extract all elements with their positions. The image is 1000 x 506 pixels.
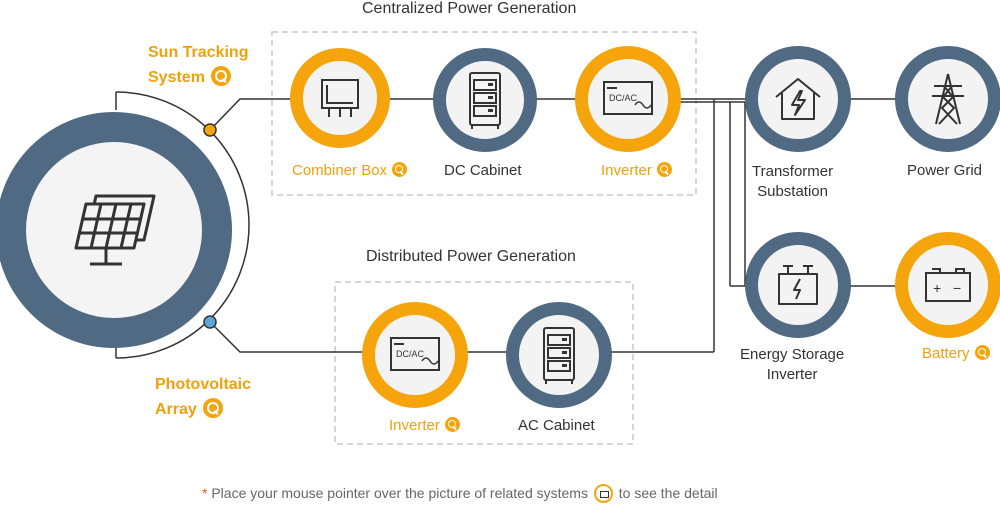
- transformer-substation-label: Transformer Substation: [752, 163, 834, 200]
- combiner-box-node[interactable]: [290, 48, 390, 148]
- solar-panel-icon: [74, 194, 156, 266]
- dc-cabinet-label: DC Cabinet: [444, 162, 522, 179]
- ac-cabinet-node[interactable]: [506, 302, 612, 408]
- centralized-group-box: [271, 31, 697, 196]
- sun-tracking-dot: [203, 123, 217, 137]
- energy-storage-inverter-label: Energy Storage Inverter: [740, 346, 845, 383]
- transmission-tower-icon: [932, 73, 964, 125]
- svg-text:+: +: [933, 280, 941, 296]
- footer-hint: * Place your mouse pointer over the pict…: [202, 484, 718, 503]
- battery-node[interactable]: + −: [895, 232, 1000, 338]
- pv-array-label[interactable]: Photovoltaic Array: [155, 376, 252, 418]
- energy-storage-inverter-node[interactable]: [745, 232, 851, 338]
- dc-cabinet-node[interactable]: [433, 48, 537, 152]
- inverter-icon: DC/AC: [603, 81, 653, 115]
- magnifier-icon[interactable]: [974, 345, 990, 360]
- sun-tracking-label[interactable]: Sun Tracking System: [148, 44, 249, 86]
- magnifier-icon[interactable]: [202, 398, 223, 418]
- inverter-central-node[interactable]: DC/AC: [575, 46, 681, 152]
- cabinet-icon: [469, 72, 501, 129]
- power-grid-node[interactable]: [895, 46, 1000, 152]
- centralized-title: Centralized Power Generation: [362, 0, 577, 17]
- combiner-box-label[interactable]: Combiner Box: [292, 162, 408, 179]
- svg-text:−: −: [953, 280, 961, 296]
- combiner-box-icon: [321, 79, 359, 117]
- footer-text-after: to see the detail: [618, 485, 718, 501]
- magnifier-icon[interactable]: [392, 162, 408, 177]
- svg-text:DC/AC: DC/AC: [396, 349, 425, 359]
- hover-icon: [593, 484, 613, 503]
- pv-dot: [203, 315, 217, 329]
- battery-label[interactable]: Battery: [922, 345, 990, 362]
- inverter-icon: DC/AC: [390, 337, 440, 371]
- power-grid-label: Power Grid: [907, 162, 983, 179]
- footer-asterisk: *: [202, 485, 208, 501]
- substation-icon: [775, 78, 821, 120]
- magnifier-icon[interactable]: [656, 162, 672, 177]
- inverter-distributed-node[interactable]: DC/AC: [362, 302, 468, 408]
- cabinet-icon: [543, 327, 575, 384]
- distributed-title: Distributed Power Generation: [366, 248, 576, 265]
- footer-text-before: Place your mouse pointer over the pictur…: [211, 485, 588, 501]
- inverter-central-label[interactable]: Inverter: [601, 162, 672, 179]
- svg-text:DC/AC: DC/AC: [609, 93, 638, 103]
- storage-battery-icon: [778, 265, 818, 305]
- magnifier-icon[interactable]: [444, 417, 460, 432]
- inverter-distributed-label[interactable]: Inverter: [389, 417, 460, 434]
- solar-panel-main-node[interactable]: [0, 112, 232, 348]
- magnifier-icon[interactable]: [210, 66, 231, 86]
- battery-icon: + −: [925, 268, 971, 302]
- main-arc: [115, 91, 250, 359]
- transformer-substation-node[interactable]: [745, 46, 851, 152]
- ac-cabinet-label: AC Cabinet: [518, 417, 595, 434]
